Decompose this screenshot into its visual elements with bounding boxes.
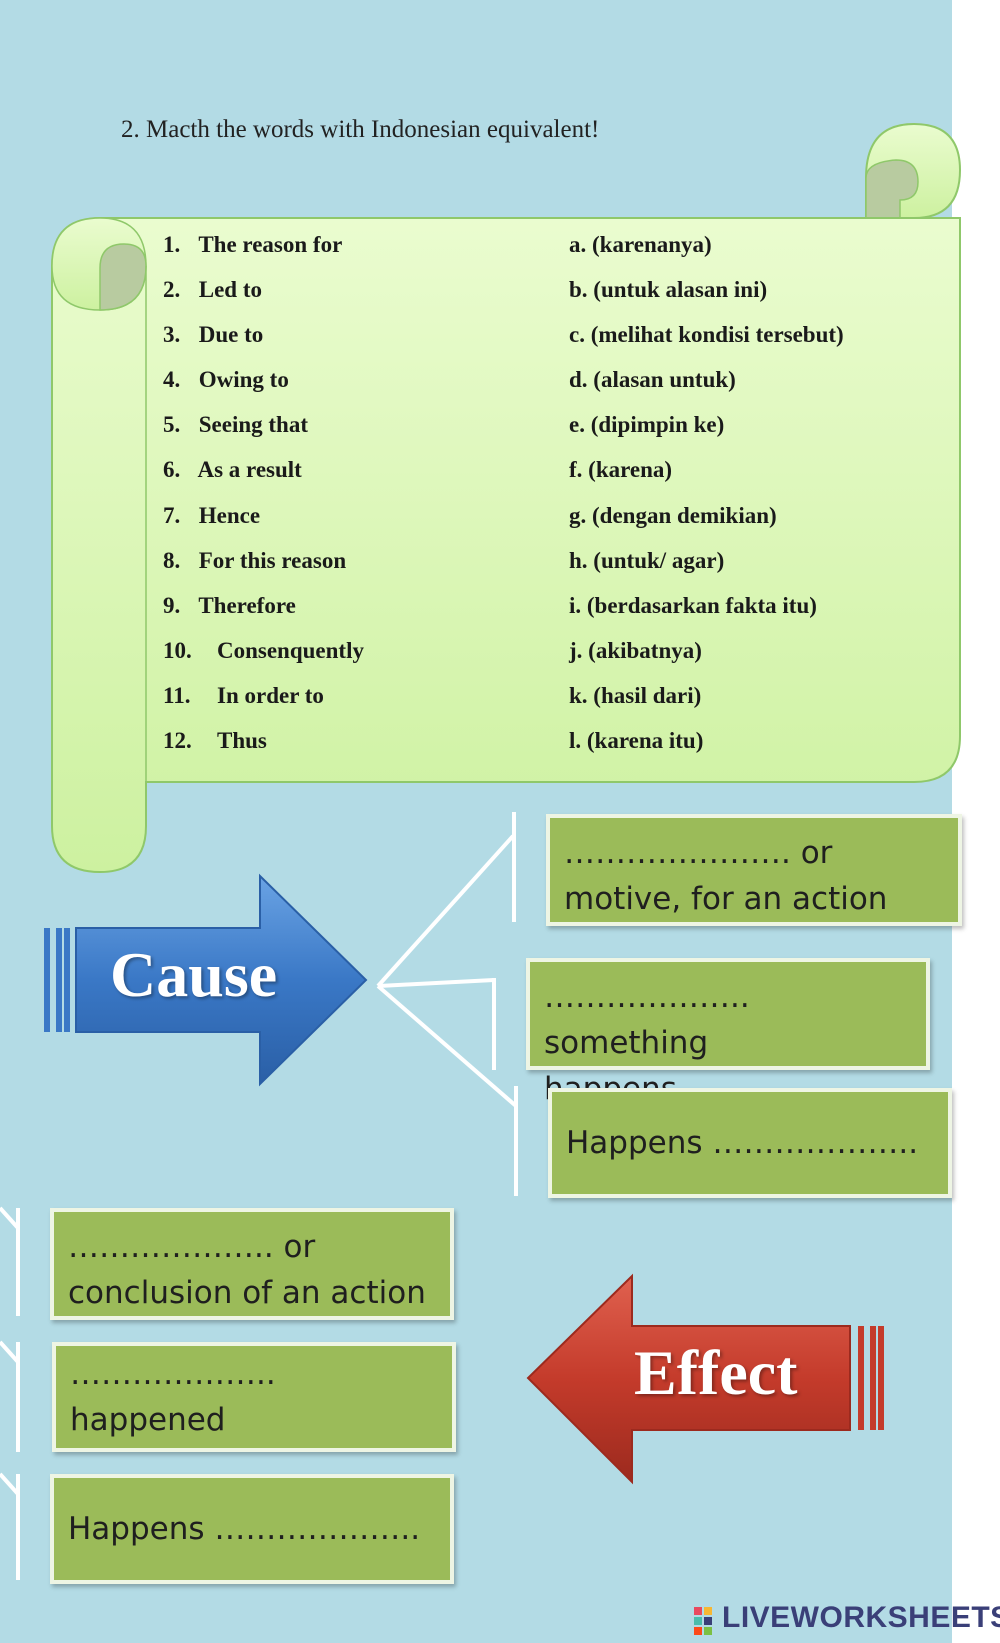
- term-item: 4. Owing to: [163, 357, 364, 402]
- term-item: 12. Thus: [163, 718, 364, 763]
- term-number: 7.: [163, 502, 181, 528]
- term-item: 5. Seeing that: [163, 402, 364, 447]
- cause-label: Cause: [110, 939, 278, 1010]
- meanings-list: a. (karenanya) b. (untuk alasan ini) c. …: [569, 222, 844, 763]
- term-text: As a result: [197, 457, 302, 483]
- cause-connectors: [376, 812, 518, 1196]
- term-text: Due to: [198, 322, 264, 348]
- terms-list: 1. The reason for 2. Led to 3. Due to 4.…: [163, 222, 364, 763]
- term-number: 5.: [163, 412, 181, 438]
- effect-box-line: Happens ………………..: [68, 1511, 421, 1547]
- meaning-item: i. (berdasarkan fakta itu): [569, 592, 817, 618]
- effect-box-1[interactable]: ……………….. or conclusion of an action: [50, 1208, 454, 1320]
- term-item: 11. In order to: [163, 673, 364, 718]
- brand-name[interactable]: LIVEWORKSHEETS: [722, 1601, 1000, 1634]
- meaning-item: d. (alasan untuk): [569, 367, 736, 393]
- meaning-item: a. (karenanya): [569, 232, 712, 257]
- meaning-item: h. (untuk/ agar): [569, 547, 725, 573]
- term-number: 2.: [163, 277, 181, 303]
- cause-box-line: motive, for an action: [564, 881, 888, 917]
- term-number: 4.: [163, 367, 181, 393]
- effect-connectors: [0, 1206, 20, 1580]
- effect-label: Effect: [634, 1337, 798, 1408]
- term-text: The reason for: [198, 232, 343, 257]
- meaning-item: e. (dipimpin ke): [569, 412, 725, 438]
- term-number: 9.: [163, 592, 181, 618]
- effect-box-line: ……………….. happened: [70, 1356, 276, 1438]
- instruction-heading: 2. Macth the words with Indonesian equiv…: [121, 116, 600, 143]
- effect-arrow: [526, 1273, 884, 1485]
- term-text: Therefore: [198, 592, 296, 618]
- effect-box-line: ……………….. or: [68, 1229, 316, 1265]
- term-text: Consenquently: [217, 637, 364, 663]
- cause-box-line: …………………. or: [564, 835, 833, 871]
- cause-box-2[interactable]: ……………….. something happens: [526, 958, 930, 1107]
- term-number: 12.: [163, 728, 192, 754]
- term-item: 7. Hence: [163, 493, 364, 538]
- term-item: 9. Therefore: [163, 583, 364, 628]
- term-text: Hence: [198, 502, 261, 528]
- term-number: 8.: [163, 547, 181, 573]
- term-item: 1. The reason for: [163, 222, 364, 267]
- scroll-banner: [51, 122, 962, 874]
- effect-box-2[interactable]: ……………….. happened: [52, 1342, 456, 1452]
- term-text: Thus: [217, 728, 267, 754]
- effect-box-line: conclusion of an action: [68, 1275, 426, 1311]
- term-item: 3. Due to: [163, 312, 364, 357]
- meaning-item: f. (karena): [569, 457, 673, 483]
- term-number: 10.: [163, 637, 192, 663]
- meaning-item: g. (dengan demikian): [569, 502, 777, 528]
- term-text: For this reason: [198, 547, 347, 573]
- term-number: 3.: [163, 322, 181, 348]
- cause-box-1[interactable]: …………………. or motive, for an action: [546, 814, 962, 926]
- term-number: 11.: [163, 682, 191, 708]
- meaning-item: l. (karena itu): [569, 728, 704, 754]
- term-text: Led to: [198, 277, 262, 303]
- term-item: 2. Led to: [163, 267, 364, 312]
- meaning-item: b. (untuk alasan ini): [569, 277, 768, 303]
- term-text: Seeing that: [198, 412, 308, 438]
- cause-box-line: Happens ………………..: [566, 1125, 919, 1161]
- term-text: Owing to: [198, 367, 289, 393]
- term-number: 1.: [163, 232, 181, 257]
- liveworksheets-logo-icon: [694, 1607, 712, 1635]
- cause-box-3[interactable]: Happens ………………..: [548, 1088, 952, 1198]
- meaning-item: j. (akibatnya): [569, 637, 702, 663]
- cause-box-line: ……………….. something: [544, 979, 750, 1061]
- term-item: 8. For this reason: [163, 538, 364, 583]
- cause-arrow: [44, 873, 368, 1087]
- meaning-item: k. (hasil dari): [569, 682, 702, 708]
- term-item: 10. Consenquently: [163, 628, 364, 673]
- term-item: 6. As a result: [163, 447, 364, 492]
- effect-box-3[interactable]: Happens ………………..: [50, 1474, 454, 1584]
- term-text: In order to: [217, 682, 324, 708]
- meaning-item: c. (melihat kondisi tersebut): [569, 322, 844, 348]
- term-number: 6.: [163, 457, 181, 483]
